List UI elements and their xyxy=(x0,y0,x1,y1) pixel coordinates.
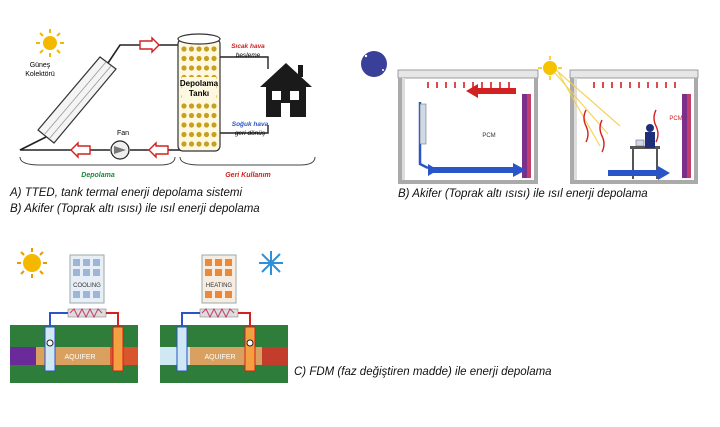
tank-pellet xyxy=(203,103,210,109)
room-night xyxy=(397,69,539,184)
window xyxy=(93,259,100,266)
tank-pellet xyxy=(203,122,210,128)
moon-icon xyxy=(361,51,387,77)
tank-pellet xyxy=(203,141,210,147)
tank-pellet xyxy=(188,131,195,138)
caption-c: C) FDM (faz değiştiren madde) ile enerji… xyxy=(294,366,552,378)
window xyxy=(83,291,90,298)
hot-air-label-2: besleme xyxy=(236,52,261,59)
tank-pellet xyxy=(181,112,187,119)
pcm-label-left: PCM xyxy=(482,133,495,139)
aquifer-scene-cooling xyxy=(10,254,138,383)
tank-pellet xyxy=(181,122,187,128)
tank-pellet xyxy=(181,103,187,109)
tank-pellet xyxy=(181,46,187,52)
tank-pellet xyxy=(188,112,195,119)
tank-pellet xyxy=(211,103,217,109)
tank-pellet xyxy=(203,65,210,71)
cold-air-label-2: geri dönüş xyxy=(235,130,266,137)
tank-pellet xyxy=(211,122,217,128)
solar-collector xyxy=(37,56,117,144)
window xyxy=(93,269,100,276)
tank-pellet xyxy=(181,65,187,71)
tank-pellet xyxy=(211,46,217,52)
tank-pellet xyxy=(188,46,195,52)
tank-pellet xyxy=(196,131,202,138)
reuse-label: Geri Kullanım xyxy=(225,172,271,179)
hot-air-label-1: Sıcak hava xyxy=(231,43,265,50)
window xyxy=(83,259,90,266)
tank-label-1: Depolama xyxy=(180,79,219,88)
tank-label-2: Tankı xyxy=(189,89,209,98)
window xyxy=(205,291,212,298)
fan-icon xyxy=(110,140,130,160)
window xyxy=(83,269,90,276)
cooling-label: COOLING xyxy=(73,283,101,289)
tank-pellet xyxy=(211,55,217,62)
tank-pellet xyxy=(181,141,187,147)
aquifer-scene-heating xyxy=(160,254,288,383)
tank-pellet xyxy=(203,112,210,119)
tank-pellet xyxy=(181,55,187,62)
room-day xyxy=(553,69,699,184)
aquifer-label-right: AQUIFER xyxy=(204,354,235,361)
tank-pellet xyxy=(188,65,195,71)
sun-icon xyxy=(17,248,47,278)
tank-pellet xyxy=(211,141,217,147)
snowflake-icon xyxy=(259,251,283,275)
fan-label: Fan xyxy=(117,130,129,137)
flow-arrows xyxy=(70,36,169,159)
tank-pellet xyxy=(211,131,217,138)
window xyxy=(215,259,222,266)
caption-b-left: B) Akifer (Toprak altı ısısı) ile ısıl e… xyxy=(10,203,260,215)
window xyxy=(73,291,80,298)
window xyxy=(225,291,232,298)
window xyxy=(225,269,232,276)
sun-icon xyxy=(538,56,562,80)
window xyxy=(215,291,222,298)
tank-pellet xyxy=(196,103,202,109)
tank-pellet xyxy=(203,131,210,138)
tank-pellet xyxy=(196,55,202,62)
tank-pellet xyxy=(203,55,210,62)
tank-pellet xyxy=(188,141,195,147)
collector-label-2: Kolektörü xyxy=(25,71,55,78)
tank-pellet xyxy=(196,141,202,147)
window xyxy=(73,259,80,266)
aquifer-label-left: AQUIFER xyxy=(64,354,95,361)
heating-label: HEATING xyxy=(206,283,233,289)
tank-pellet xyxy=(211,65,217,71)
tank-pellet xyxy=(211,112,217,119)
tank-pellet xyxy=(196,112,202,119)
window xyxy=(215,269,222,276)
storage-label: Depolama xyxy=(81,172,115,179)
sun-icon xyxy=(36,29,64,57)
tted-diagram: Güneş Kolektörü Fan Depolama Tankı xyxy=(19,29,316,179)
aquifer-diagram: COOLING AQUIFER HEATING AQUIFER xyxy=(10,248,288,383)
tank-pellet xyxy=(196,122,202,128)
window xyxy=(205,259,212,266)
caption-b-right: B) Akifer (Toprak altı ısısı) ile ısıl e… xyxy=(398,188,648,200)
caption-a: A) TTED, tank termal enerji depolama sis… xyxy=(10,187,242,199)
tank-pellet xyxy=(188,103,195,109)
window xyxy=(73,269,80,276)
window xyxy=(225,259,232,266)
tank-pellet xyxy=(188,122,195,128)
tank-pellet xyxy=(196,46,202,52)
cold-air-label-1: Soğuk hava xyxy=(232,121,269,128)
pcm-diagram: PCM PCM xyxy=(361,51,699,184)
collector-label-1: Güneş xyxy=(30,62,51,69)
storage-tank xyxy=(177,33,221,152)
tank-pellet xyxy=(203,46,210,52)
window xyxy=(93,291,100,298)
tank-pellet xyxy=(188,55,195,62)
tank-pellet xyxy=(181,131,187,138)
house-icon xyxy=(260,63,312,117)
window xyxy=(205,269,212,276)
pcm-label-right: PCM xyxy=(669,116,682,122)
tank-pellet xyxy=(196,65,202,71)
